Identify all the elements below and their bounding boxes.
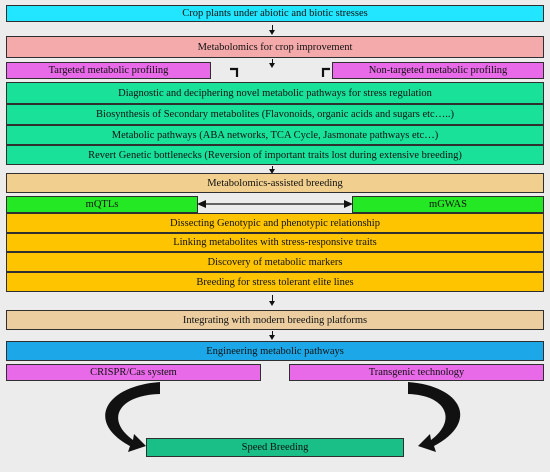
curved-arrow-left <box>105 382 160 452</box>
node-transgenic: Transgenic technology <box>289 364 544 381</box>
double-arrow-head-left <box>197 200 206 208</box>
node-mgwas: mGWAS <box>352 196 544 213</box>
node-biosynthesis: Biosynthesis of Secondary metabolites (F… <box>6 104 544 125</box>
node-discovery: Discovery of metabolic markers <box>6 252 544 272</box>
node-targeted: Targeted metabolic profiling <box>6 62 211 79</box>
node-mqtls: mQTLs <box>6 196 198 213</box>
node-stresses: Crop plants under abiotic and biotic str… <box>6 5 544 22</box>
node-assisted: Metabolomics-assisted breeding <box>6 173 544 193</box>
arrow-4 <box>269 295 275 306</box>
elbow-connector-left <box>230 67 239 77</box>
double-arrow-head-right <box>344 200 353 208</box>
node-linking: Linking metabolites with stress-responsi… <box>6 233 544 252</box>
node-crispr: CRISPR/Cas system <box>6 364 261 381</box>
arrow-5 <box>269 331 275 340</box>
node-metabolomics: Metabolomics for crop improvement <box>6 36 544 58</box>
elbow-connector-right <box>321 67 330 77</box>
node-speed: Speed Breeding <box>146 438 404 457</box>
node-bottlenecks: Revert Genetic bottlenecks (Reversion of… <box>6 145 544 165</box>
node-elite: Breeding for stress tolerant elite lines <box>6 272 544 292</box>
curved-arrow-right <box>408 382 461 452</box>
arrow-2 <box>269 59 275 68</box>
arrow-3 <box>269 166 275 174</box>
node-dissecting: Dissecting Genotypic and phenotypic rela… <box>6 213 544 233</box>
node-engineering: Engineering metabolic pathways <box>6 341 544 361</box>
node-nontargeted: Non-targeted metabolic profiling <box>332 62 544 79</box>
node-integrating: Integrating with modern breeding platfor… <box>6 310 544 330</box>
node-pathways: Metabolic pathways (ABA networks, TCA Cy… <box>6 125 544 145</box>
arrow-1 <box>269 25 275 35</box>
node-diagnostic: Diagnostic and deciphering novel metabol… <box>6 82 544 104</box>
